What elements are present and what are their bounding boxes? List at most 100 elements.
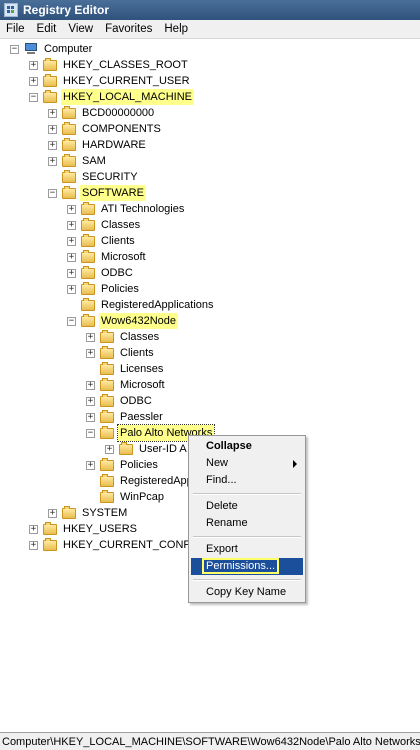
- tree-node-label[interactable]: Microsoft: [120, 379, 165, 391]
- tree-node-label[interactable]: Paessler: [120, 411, 163, 423]
- expand-icon[interactable]: +: [67, 283, 76, 294]
- menu-view[interactable]: View: [68, 23, 94, 35]
- collapse-icon[interactable]: −: [86, 427, 95, 438]
- collapse-icon[interactable]: −: [29, 91, 38, 102]
- tree-row[interactable]: + Policies: [67, 281, 141, 297]
- tree-row[interactable]: + ODBC: [86, 393, 154, 409]
- tree-row[interactable]: + Classes: [67, 217, 142, 233]
- tree-row[interactable]: + Microsoft: [67, 249, 148, 265]
- tree-row[interactable]: RegisteredApplications: [67, 297, 216, 313]
- expand-icon[interactable]: +: [86, 411, 95, 422]
- tree-row[interactable]: + COMPONENTS: [48, 121, 163, 137]
- tree-node-label[interactable]: SYSTEM: [82, 507, 128, 519]
- tree-node-label[interactable]: SAM: [82, 155, 106, 167]
- tree-row[interactable]: + ATI Technologies: [67, 201, 186, 217]
- expand-icon[interactable]: +: [29, 59, 38, 70]
- expand-icon[interactable]: +: [67, 267, 76, 278]
- menu-file[interactable]: File: [6, 23, 25, 35]
- expand-icon[interactable]: +: [86, 395, 95, 406]
- registry-tree[interactable]: −Computer+HKEY_CLASSES_ROOT+HKEY_CURRENT…: [0, 39, 420, 729]
- tree-row[interactable]: − Wow6432Node: [67, 313, 179, 329]
- expand-icon[interactable]: +: [48, 107, 57, 118]
- expand-icon[interactable]: +: [29, 75, 38, 86]
- tree-node-label[interactable]: Licenses: [120, 363, 164, 375]
- tree-row[interactable]: + Policies: [86, 457, 160, 473]
- tree-node-label[interactable]: RegisteredApplications: [101, 299, 214, 311]
- expand-icon[interactable]: +: [67, 219, 76, 230]
- expand-icon[interactable]: +: [48, 155, 57, 166]
- tree-row[interactable]: + Paessler: [86, 409, 165, 425]
- tree-node-label[interactable]: HKEY_CURRENT_USER: [63, 75, 190, 87]
- tree-node-label[interactable]: HKEY_CURRENT_CONFIG: [63, 539, 202, 551]
- tree-node-label[interactable]: COMPONENTS: [82, 123, 161, 135]
- menu-edit[interactable]: Edit: [36, 23, 57, 35]
- tree-row[interactable]: + HARDWARE: [48, 137, 148, 153]
- tree-node-label[interactable]: Classes: [101, 219, 141, 231]
- collapse-icon[interactable]: −: [10, 43, 19, 54]
- context-menu-collapse[interactable]: Collapse: [191, 438, 303, 455]
- tree-row[interactable]: − HKEY_LOCAL_MACHINE: [29, 89, 194, 105]
- expand-icon[interactable]: +: [86, 379, 95, 390]
- expand-icon[interactable]: +: [67, 203, 76, 214]
- expand-icon[interactable]: +: [29, 539, 38, 550]
- tree-node-label[interactable]: WinPcap: [120, 491, 165, 503]
- tree-row[interactable]: + Clients: [67, 233, 137, 249]
- expand-icon[interactable]: +: [48, 123, 57, 134]
- context-menu-rename[interactable]: Rename: [191, 515, 303, 532]
- tree-node-label[interactable]: HARDWARE: [82, 139, 146, 151]
- tree-row[interactable]: − Computer: [10, 41, 94, 57]
- expand-icon[interactable]: +: [86, 331, 95, 342]
- tree-node-label[interactable]: RegisteredApp: [120, 475, 193, 487]
- collapse-icon[interactable]: −: [67, 315, 76, 326]
- tree-node-label[interactable]: Policies: [120, 459, 158, 471]
- tree-row[interactable]: + BCD00000000: [48, 105, 156, 121]
- tree-row[interactable]: + HKEY_CURRENT_USER: [29, 73, 192, 89]
- tree-node-label[interactable]: ODBC: [101, 267, 133, 279]
- tree-row[interactable]: + Clients: [86, 345, 156, 361]
- tree-node-label[interactable]: User-ID A: [139, 443, 187, 455]
- menu-help[interactable]: Help: [164, 23, 189, 35]
- tree-row[interactable]: + Microsoft: [86, 377, 167, 393]
- tree-row[interactable]: + SYSTEM: [48, 505, 129, 521]
- context-menu-find[interactable]: Find...: [191, 472, 303, 489]
- expand-icon[interactable]: +: [86, 459, 95, 470]
- tree-row[interactable]: + User-ID A: [105, 441, 189, 457]
- expand-icon[interactable]: +: [29, 523, 38, 534]
- tree-row[interactable]: − SOFTWARE: [48, 185, 146, 201]
- tree-node-label[interactable]: HKEY_LOCAL_MACHINE: [61, 89, 194, 105]
- tree-node-label[interactable]: Classes: [120, 331, 160, 343]
- expand-icon[interactable]: +: [67, 251, 76, 262]
- tree-row[interactable]: RegisteredApp: [86, 473, 195, 489]
- tree-node-label[interactable]: ATI Technologies: [101, 203, 185, 215]
- tree-row[interactable]: + Classes: [86, 329, 161, 345]
- tree-row[interactable]: + HKEY_CURRENT_CONFIG: [29, 537, 204, 553]
- context-menu-copy-key-name[interactable]: Copy Key Name: [191, 584, 303, 601]
- tree-node-label[interactable]: Wow6432Node: [99, 313, 179, 329]
- tree-node-label[interactable]: Computer: [44, 43, 93, 55]
- collapse-icon[interactable]: −: [48, 187, 57, 198]
- expand-icon[interactable]: +: [86, 347, 95, 358]
- tree-node-label[interactable]: Clients: [120, 347, 154, 359]
- tree-node-label[interactable]: BCD00000000: [82, 107, 155, 119]
- tree-row[interactable]: Licenses: [86, 361, 165, 377]
- tree-node-label[interactable]: Policies: [101, 283, 139, 295]
- tree-node-label[interactable]: SOFTWARE: [80, 185, 146, 201]
- tree-node-label[interactable]: Microsoft: [101, 251, 146, 263]
- tree-node-label[interactable]: HKEY_USERS: [63, 523, 137, 535]
- tree-row[interactable]: WinPcap: [86, 489, 166, 505]
- tree-row[interactable]: + SAM: [48, 153, 108, 169]
- tree-node-label[interactable]: SECURITY: [82, 171, 138, 183]
- tree-row[interactable]: + HKEY_USERS: [29, 521, 139, 537]
- tree-row[interactable]: SECURITY: [48, 169, 140, 185]
- tree-node-label[interactable]: ODBC: [120, 395, 152, 407]
- expand-icon[interactable]: +: [48, 139, 57, 150]
- tree-node-label[interactable]: Clients: [101, 235, 135, 247]
- expand-icon[interactable]: +: [48, 507, 57, 518]
- menu-favorites[interactable]: Favorites: [105, 23, 153, 35]
- context-menu-permissions[interactable]: Permissions...: [191, 558, 303, 575]
- expand-icon[interactable]: +: [105, 443, 114, 454]
- context-menu-new[interactable]: New: [191, 455, 303, 472]
- tree-row[interactable]: +HKEY_CLASSES_ROOT: [29, 57, 190, 73]
- expand-icon[interactable]: +: [67, 235, 76, 246]
- context-menu-delete[interactable]: Delete: [191, 498, 303, 515]
